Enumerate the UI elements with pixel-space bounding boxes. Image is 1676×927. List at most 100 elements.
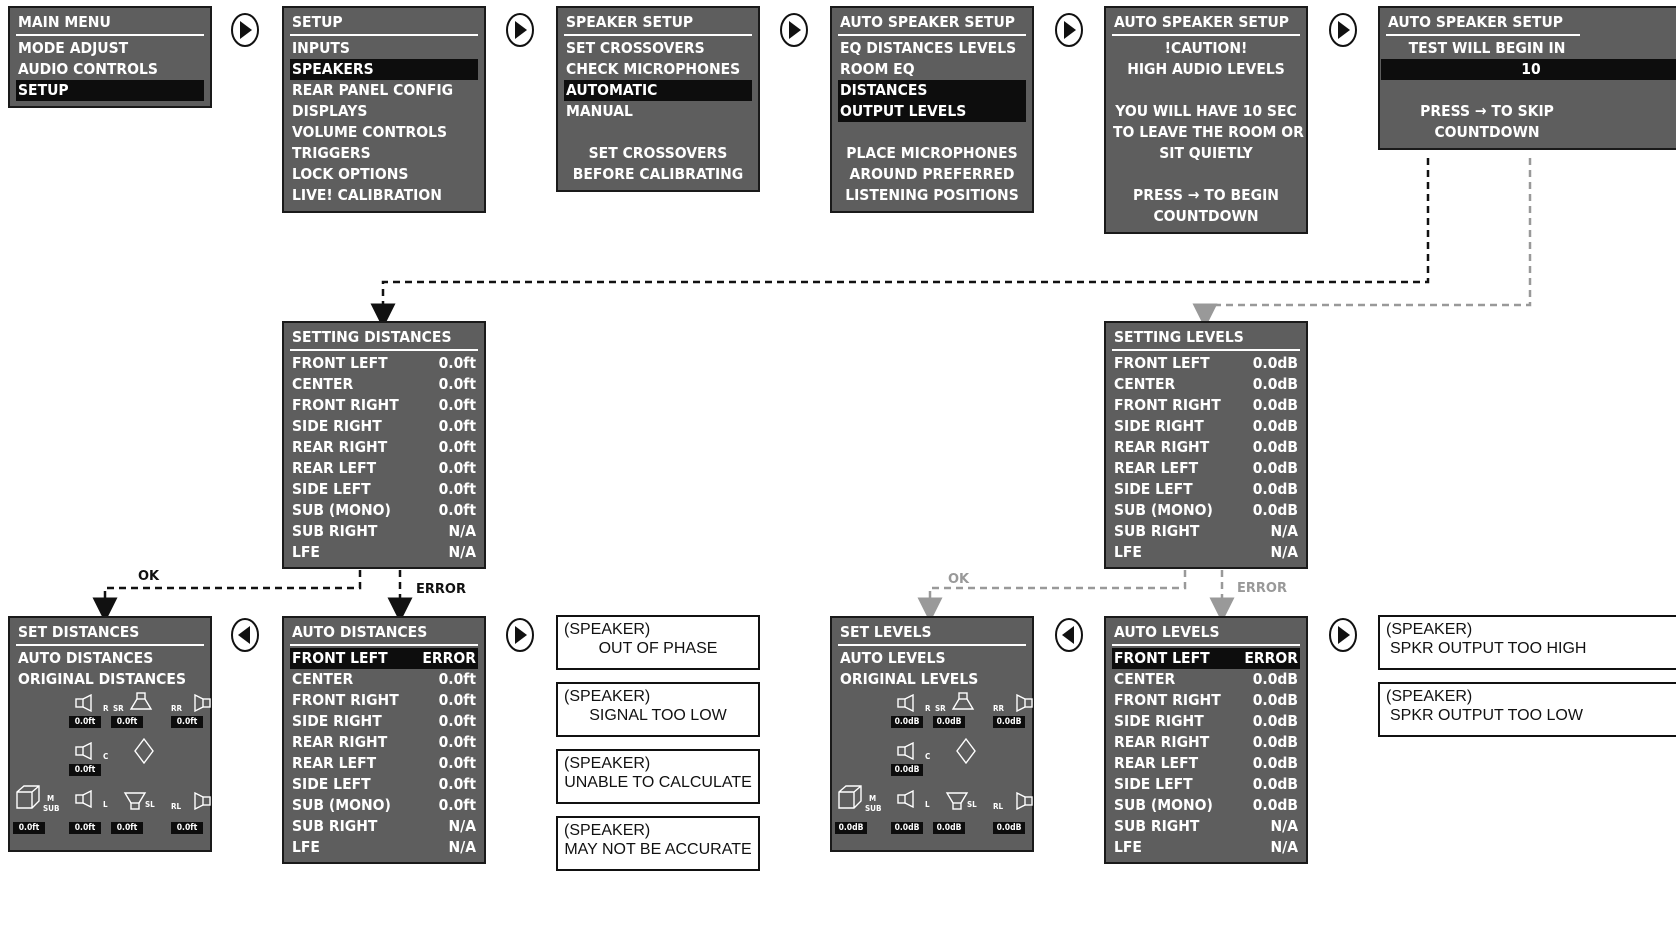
- menu-item[interactable]: SET CROSSOVERS: [566, 39, 705, 57]
- menu-item[interactable]: INPUTS: [292, 39, 350, 57]
- speaker-value-box: 0.0ft: [69, 716, 101, 728]
- speaker-value: 0.0ft: [438, 396, 476, 414]
- speaker-name: CENTER: [292, 375, 354, 393]
- speaker-value: 0.0dB: [1252, 438, 1298, 456]
- speaker-row[interactable]: REAR RIGHT 0.0dB: [1112, 437, 1300, 458]
- speaker-value: 0.0ft: [438, 691, 476, 709]
- speaker-name: SIDE RIGHT: [292, 712, 382, 730]
- speaker-value: 0.0dB: [1252, 775, 1298, 793]
- menu-item[interactable]: MANUAL: [566, 102, 633, 120]
- speaker-position-label: SR: [935, 704, 946, 713]
- speaker-name: FRONT RIGHT: [292, 691, 399, 709]
- menu-item[interactable]: ORIGINAL DISTANCES: [18, 670, 186, 688]
- speaker-name: REAR RIGHT: [1114, 438, 1210, 456]
- menu-item-selected[interactable]: SPEAKERS: [290, 59, 478, 80]
- menu-item-selected[interactable]: OUTPUT LEVELS: [838, 101, 1026, 122]
- speaker-name: REAR RIGHT: [1114, 733, 1210, 751]
- menu-item[interactable]: CHECK MICROPHONES: [566, 60, 741, 78]
- menu-item[interactable]: LOCK OPTIONS: [292, 165, 409, 183]
- speaker-name: FRONT LEFT: [1114, 649, 1210, 667]
- menu-item-selected[interactable]: SETUP: [16, 80, 204, 101]
- speaker-icon: [189, 791, 211, 816]
- speaker-name: LFE: [1114, 543, 1142, 561]
- menu-item-selected[interactable]: AUTOMATIC: [564, 80, 752, 101]
- panel-title: MAIN MENU: [16, 12, 204, 36]
- panel-title: SET DISTANCES: [16, 622, 204, 646]
- speaker-name: SUB RIGHT: [292, 817, 378, 835]
- menu-item[interactable]: AUDIO CONTROLS: [18, 60, 158, 78]
- auto-setup-panel-3: AUTO SPEAKER SETUP TEST WILL BEGIN IN 10…: [1378, 6, 1676, 150]
- skip-text: PRESS → TO SKIP: [1420, 102, 1554, 120]
- menu-item[interactable]: DISPLAYS: [292, 102, 368, 120]
- error-label-distances: ERROR: [416, 582, 466, 597]
- speaker-row[interactable]: SUB (MONO)0.0ft: [290, 500, 478, 521]
- panel-title: SETTING DISTANCES: [290, 327, 478, 351]
- menu-item[interactable]: TRIGGERS: [292, 144, 371, 162]
- menu-item[interactable]: AUTO DISTANCES: [18, 649, 154, 667]
- menu-item[interactable]: VOLUME CONTROLS: [292, 123, 448, 141]
- speaker-setup-panel: SPEAKER SETUP SET CROSSOVERS CHECK MICRO…: [556, 6, 760, 192]
- speaker-value-box: 0.0dB: [933, 822, 965, 834]
- speaker-value-box: 0.0ft: [69, 764, 101, 776]
- speaker-row[interactable]: SUB (MONO)0.0ft: [290, 795, 478, 816]
- speaker-name: SIDE RIGHT: [1114, 417, 1204, 435]
- error-text: SPKR OUTPUT TOO LOW: [1390, 707, 1583, 724]
- speaker-row[interactable]: SUB (MONO)0.0dB: [1112, 795, 1300, 816]
- menu-item[interactable]: AUTO LEVELS: [840, 649, 946, 667]
- caution-line: !CAUTION!: [1164, 39, 1248, 57]
- speaker-row[interactable]: FRONT RIGHT 0.0ft: [290, 690, 478, 711]
- menu-item[interactable]: MODE ADJUST: [18, 39, 129, 57]
- note-line: AROUND PREFERRED: [849, 165, 1015, 183]
- countdown-text: TEST WILL BEGIN IN: [1408, 39, 1566, 57]
- speaker-value: 0.0dB: [1252, 796, 1298, 814]
- menu-item[interactable]: EQ DISTANCES LEVELS: [840, 39, 1017, 57]
- error-message-box: (SPEAKER) SPKR OUTPUT TOO HIGH: [1378, 615, 1676, 670]
- speaker-row[interactable]: SUB (MONO)0.0dB: [1112, 500, 1300, 521]
- menu-item[interactable]: ORIGINAL LEVELS: [840, 670, 979, 688]
- flow-distances-ok: [92, 570, 362, 623]
- panel-title: SETTING LEVELS: [1112, 327, 1300, 351]
- menu-item-selected[interactable]: DISTANCES: [838, 80, 1026, 101]
- menu-item[interactable]: ROOM EQ: [840, 60, 915, 78]
- error-speaker: (SPEAKER): [564, 822, 651, 839]
- menu-item[interactable]: LIVE! CALIBRATION: [292, 186, 442, 204]
- speaker-icon: [1011, 693, 1033, 718]
- menu-item[interactable]: REAR PANEL CONFIG: [292, 81, 454, 99]
